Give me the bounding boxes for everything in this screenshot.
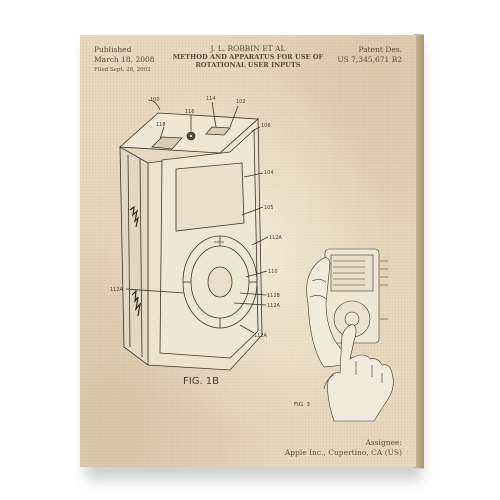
patent-block: Patent Des. US 7,345,671 B2: [337, 45, 402, 65]
ref-112a-left: 112A: [110, 287, 124, 293]
ipod-drawing: 100 116 114 102 118 106 104 105 112A 110…: [110, 96, 394, 422]
title-block: J. L. ROBBIN ET AL METHOD AND APPARATUS …: [160, 44, 336, 70]
ref-100: 100: [150, 97, 160, 103]
ref-112b: 112B: [267, 293, 281, 299]
wheel-menu-label: menu: [214, 240, 224, 244]
patent-canvas-print: Published March 18, 2008 Filed Sept. 26,…: [80, 35, 416, 467]
ref-104: 104: [264, 170, 274, 176]
ref-105: 105: [264, 205, 274, 211]
assignee-name: Apple Inc., Cupertino, CA (US): [284, 448, 402, 457]
figure-3-label: FIG. 3: [294, 402, 311, 408]
ref-112a-right: 112A: [267, 303, 281, 309]
ref-114: 114: [206, 96, 216, 102]
ref-118: 118: [156, 122, 166, 128]
title-line-1: METHOD AND APPARATUS FOR USE OF: [172, 53, 324, 61]
ref-112a-top: 112A: [269, 235, 283, 241]
inventor: J. L. ROBBIN ET AL: [210, 44, 286, 53]
figure-1b-label: FIG. 1B: [183, 376, 220, 387]
published-label: Published: [94, 45, 132, 54]
ref-110: 110: [268, 269, 278, 275]
patent-label: Patent Des.: [358, 45, 402, 54]
ref-102: 102: [236, 99, 246, 105]
ref-112a-bottom: 112A: [254, 333, 268, 339]
assignee-label: Assignee:: [365, 438, 402, 447]
title-line-2: ROTATIONAL USER INPUTS: [195, 61, 301, 69]
ref-106: 106: [261, 123, 271, 129]
filed-date: Filed Sept. 26, 2002: [94, 67, 151, 73]
patent-number: US 7,345,671 B2: [337, 55, 402, 64]
published-block: Published March 18, 2008 Filed Sept. 26,…: [94, 45, 155, 75]
published-date: March 18, 2008: [94, 55, 155, 64]
ref-116: 116: [185, 109, 195, 115]
